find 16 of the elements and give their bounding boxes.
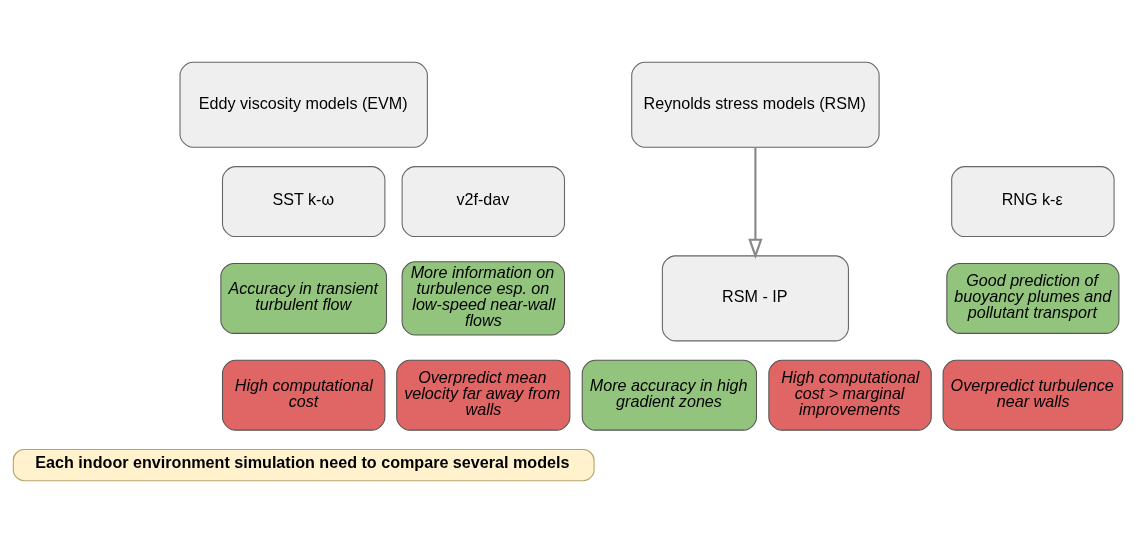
node-box: v2f-dav xyxy=(401,166,565,238)
node-box: High computational cost xyxy=(221,359,385,431)
arrow xyxy=(747,147,763,260)
node-box: Eddy viscosity models (EVM) xyxy=(178,61,428,148)
node-box: RSM - IP xyxy=(661,255,849,342)
node-box: Reynolds stress models (RSM) xyxy=(630,61,880,148)
node-box: Overpredict mean velocity far away from walls xyxy=(395,359,570,431)
node-box: More information on turbulence esp. on low-speed near-wall flows xyxy=(401,261,565,336)
node-box: High computational cost > marginal improvements xyxy=(767,359,932,431)
node-box: Each indoor environment simulation need to compare several models xyxy=(12,448,595,482)
node-box: Overpredict turbulence near walls xyxy=(942,359,1123,431)
node-box: RNG k-ε xyxy=(950,166,1115,238)
node-box: Accuracy in transient turbulent flow xyxy=(219,262,387,334)
node-box: SST k-ω xyxy=(221,166,385,238)
node-box: Good prediction of buoyancy plumes and pollutant transport xyxy=(945,262,1119,334)
node-box: More accuracy in high gradient zones xyxy=(581,359,757,431)
